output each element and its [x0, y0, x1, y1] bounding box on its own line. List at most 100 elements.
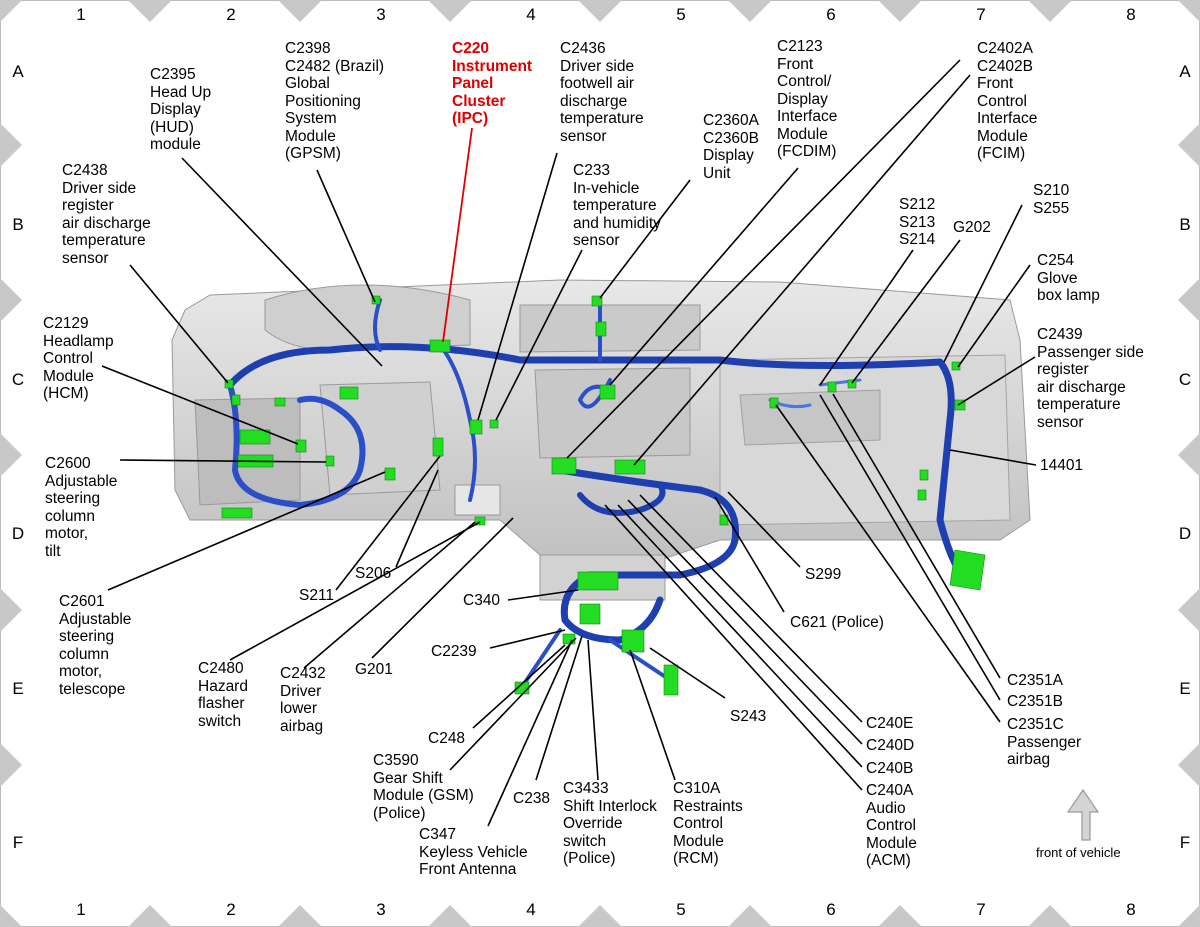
label-line: Adjustable: [59, 610, 132, 628]
up-arrow-icon: [1066, 788, 1100, 841]
label-line: G202: [953, 219, 991, 236]
label-line: Front: [977, 75, 1014, 92]
border-triangle: [1028, 905, 1072, 927]
label-line: Interface: [777, 108, 838, 125]
border-triangle: [278, 905, 322, 927]
label-line: (FCIM): [977, 145, 1026, 162]
label-line: System: [285, 110, 337, 127]
label-line: (GPSM): [285, 145, 341, 162]
label-line: C2351A: [1007, 672, 1064, 689]
label-line: column: [59, 645, 109, 663]
label-line: tilt: [45, 542, 61, 560]
label-line: airbag: [280, 717, 324, 735]
col-6-top: 6: [826, 5, 836, 24]
label-line: C621 (Police): [790, 614, 884, 631]
label-line: C254: [1037, 252, 1075, 269]
label-line: Module: [977, 127, 1028, 145]
label-line: C238: [513, 790, 551, 807]
label-line: C2438: [62, 162, 108, 179]
label-line: Hazard: [198, 677, 248, 695]
label-line: Headlamp: [43, 332, 114, 350]
border-triangle: [128, 0, 172, 22]
label-line: Keyless Vehicle: [419, 843, 528, 861]
col-2-bottom: 2: [226, 900, 236, 919]
label-line: Driver side: [560, 57, 635, 75]
label-line: lower: [280, 700, 318, 717]
label-line: Module: [673, 832, 724, 850]
row-c-right: C: [1178, 370, 1192, 389]
ipc-leader-line: [442, 127, 473, 343]
label-line: C2482 (Brazil): [285, 57, 385, 75]
label-line: C2351C: [1007, 716, 1064, 733]
label-line: S211: [299, 587, 335, 604]
label-line: Front: [777, 55, 814, 73]
label-line: C240A: [866, 782, 914, 799]
row-e-right: E: [1179, 679, 1191, 698]
label-line: Control: [977, 92, 1027, 110]
label-line: C2123: [777, 38, 823, 55]
label-line: G201: [355, 661, 393, 678]
label-line: sensor: [1037, 413, 1084, 431]
row-b-left: B: [12, 215, 24, 234]
connectors: [221, 295, 986, 696]
label-line: discharge: [560, 92, 628, 110]
label-line: Restraints: [673, 797, 743, 815]
label-line: temperature: [1037, 396, 1121, 413]
label-c621: C621 (Police): [790, 614, 884, 632]
label-line: Module: [777, 125, 828, 143]
label-line: C3433: [563, 780, 609, 797]
border-triangle: [0, 743, 22, 787]
label-line: air discharge: [62, 214, 151, 232]
label-c240e: C240E: [866, 715, 913, 733]
col-8-top: 8: [1126, 5, 1136, 24]
label-line: S206: [355, 565, 392, 582]
label-line: C2432: [280, 665, 326, 682]
border-triangle: [728, 0, 772, 22]
label-c14401: 14401: [1040, 457, 1083, 475]
label-line: Glove: [1037, 269, 1078, 287]
label-line: (Police): [563, 850, 616, 867]
row-b-right: B: [1179, 215, 1191, 234]
label-s299: S299: [805, 566, 841, 584]
label-line: S213: [899, 213, 936, 231]
instrument-panel: [171, 279, 1031, 601]
label-c238: C238: [513, 790, 550, 808]
label-c240d: C240D: [866, 737, 914, 755]
label-c2239: C2239: [431, 643, 477, 661]
label-front: front of vehicle: [1036, 844, 1121, 862]
label-line: box lamp: [1037, 287, 1100, 304]
label-line: Control: [43, 350, 93, 367]
label-line: C2439: [1037, 326, 1083, 343]
label-line: (HUD): [150, 118, 194, 136]
label-line: steering: [59, 628, 115, 645]
border-triangle: [1178, 123, 1200, 167]
label-line: Control: [673, 815, 723, 832]
label-line: S299: [805, 566, 842, 583]
label-line: C2129: [43, 315, 89, 332]
col-4-top: 4: [526, 5, 536, 24]
label-line: Instrument: [452, 57, 533, 75]
border-triangle: [0, 123, 22, 167]
row-c-left: C: [11, 370, 25, 389]
label-line: Head Up: [150, 83, 212, 101]
label-g202: G202: [953, 219, 991, 237]
label-line: air discharge: [1037, 378, 1126, 396]
row-d-right: D: [1178, 524, 1192, 543]
label-line: Module (GSM): [373, 787, 474, 804]
border-triangle: [1178, 278, 1200, 322]
label-line: Display: [150, 101, 201, 118]
label-line: and humidity: [573, 214, 661, 232]
label-line: sensor: [573, 232, 620, 249]
col-5-top: 5: [676, 5, 686, 24]
border-triangle: [278, 0, 322, 22]
label-line: (ACM): [866, 852, 911, 869]
label-line: Cluster: [452, 92, 506, 110]
label-line: (RCM): [673, 850, 719, 867]
